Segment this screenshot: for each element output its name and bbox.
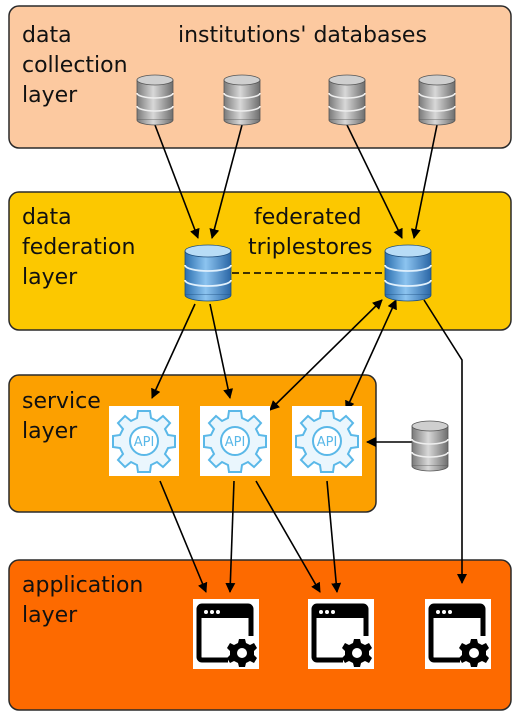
federation-label-line-1: data	[22, 205, 72, 230]
collection-label-line-3: layer	[22, 83, 78, 108]
application-label-line-1: application	[22, 573, 143, 598]
service-label-line-1: service	[22, 389, 101, 414]
federation-layer-label: data federation layer	[22, 205, 142, 290]
triplestore-database-icon	[184, 244, 232, 302]
api-label: API	[317, 435, 338, 450]
triplestore-database-icon	[384, 244, 432, 302]
arrow-db1-to-triplestore-left	[154, 124, 200, 239]
arrow-db2-to-triplestore-left	[209, 124, 243, 239]
application-window-gear-icon	[193, 599, 259, 669]
arrow-api-3-to-app-2	[326, 480, 342, 593]
application-window-gear-icon	[425, 599, 491, 669]
federation-label-line-3: layer	[22, 265, 78, 290]
federated-title-line-2: triplestores	[248, 235, 373, 260]
institution-database-icon	[418, 74, 456, 126]
arrow-triplestore-left-to-api-1	[151, 303, 196, 399]
federated-title-line-1: federated	[254, 205, 361, 230]
service-label-line-2: layer	[22, 419, 78, 444]
arrow-triplestore-left-to-api-2	[209, 303, 234, 399]
connector-arrows	[151, 124, 467, 593]
data-collection-layer-box	[8, 5, 512, 149]
application-layer-box	[8, 559, 512, 711]
arrow-api-1-to-app-1	[159, 480, 208, 593]
federated-triplestores-title: federated triplestores	[248, 205, 373, 260]
application-label-line-2: layer	[22, 603, 78, 628]
institution-database-icon	[328, 74, 366, 126]
service-database-icon	[411, 420, 449, 472]
api-label: API	[225, 435, 246, 450]
collection-label-line-1: data	[22, 23, 72, 48]
arrow-api-3-triplestore-right	[345, 299, 397, 411]
federation-label-line-2: federation	[22, 235, 135, 260]
institution-database-icon	[223, 74, 261, 126]
arrow-db4-to-triplestore-right	[410, 124, 438, 239]
api-gear-icon: API	[199, 405, 271, 477]
arrow-api-2-to-app-2	[255, 480, 321, 593]
arrow-db3-to-triplestore-right	[346, 124, 403, 239]
collection-label-line-2: collection	[22, 53, 128, 78]
arrow-api-2-to-app-1	[225, 480, 236, 593]
application-window-gear-icon	[308, 599, 374, 669]
collection-layer-label: data collection layer	[22, 23, 135, 108]
api-gear-icon: API	[291, 405, 363, 477]
institution-database-icon	[136, 74, 174, 126]
api-label: API	[134, 435, 155, 450]
institutions-databases-title: institutions' databases	[178, 23, 427, 48]
application-layer-label: application layer	[22, 573, 150, 628]
arrow-triplestore-right-to-app-3	[423, 299, 467, 584]
api-gear-icon: API	[108, 405, 180, 477]
service-layer-label: service layer	[22, 389, 108, 444]
